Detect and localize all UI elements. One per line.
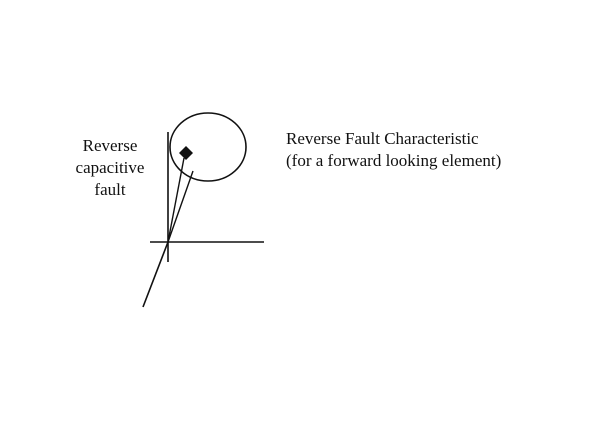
left-label-line: capacitive <box>75 158 145 177</box>
title-line: Reverse Fault Characteristic <box>286 129 479 148</box>
left-label-line: Reverse <box>82 136 138 155</box>
reverse-fault-circle <box>169 112 247 182</box>
characteristic-title: Reverse Fault Characteristic (for a forw… <box>286 128 501 172</box>
subtitle-line: (for a forward looking element) <box>286 151 502 170</box>
extended-characteristic-line <box>142 241 169 308</box>
left-label-line: fault <box>94 180 126 199</box>
impedance-line <box>167 157 185 243</box>
fault-point-marker <box>179 146 193 160</box>
reverse-capacitive-fault-label: Reverse capacitive fault <box>60 135 160 201</box>
angle-line <box>167 170 194 243</box>
